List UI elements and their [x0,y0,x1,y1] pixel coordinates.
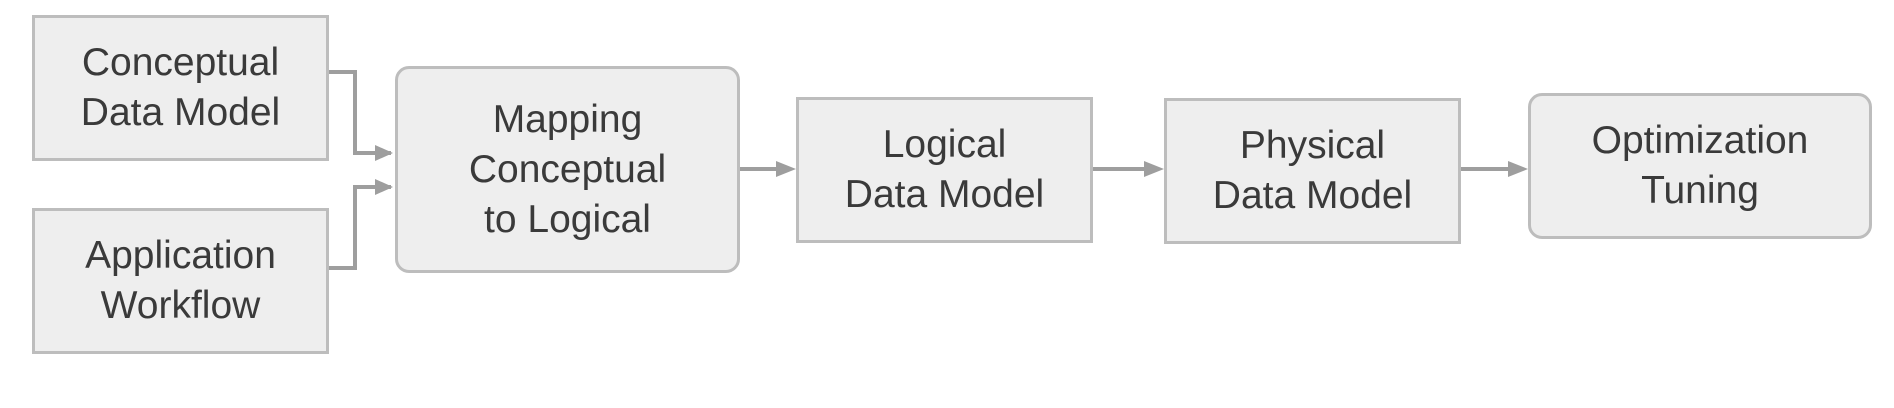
node-workflow-line1: Application [85,234,276,277]
node-conceptual-line2: Data Model [80,91,281,134]
node-application-workflow: Application Workflow [32,208,329,354]
connector-workflow-to-mapping [329,185,391,270]
arrowhead-logical-to-physical [1144,161,1164,177]
node-physical-data-model: Physical Data Model [1164,98,1461,244]
arrowhead-physical-to-optimization [1508,161,1528,177]
node-physical-line1: Physical [1239,124,1386,167]
node-conceptual-line1: Conceptual [81,41,280,84]
node-logical-line2: Data Model [844,173,1045,216]
node-logical-data-model: Logical Data Model [796,97,1093,243]
node-physical-line2: Data Model [1212,174,1413,217]
node-conceptual-data-model: Conceptual Data Model [32,15,329,161]
node-optimization-line2: Tuning [1641,169,1759,212]
node-optimization-line1: Optimization [1591,119,1809,162]
node-optimization-tuning: Optimization Tuning [1528,93,1872,239]
node-mapping-line1: Mapping [492,97,643,141]
arrowhead-workflow-to-mapping [375,179,393,195]
node-mapping-line2: Conceptual [468,147,667,191]
node-workflow-line2: Workflow [100,284,261,327]
node-logical-line1: Logical [882,123,1007,166]
node-mapping-line3: to Logical [484,197,651,241]
arrowhead-mapping-to-logical [776,161,796,177]
arrowhead-conceptual-to-mapping [375,145,393,161]
node-mapping-conceptual-to-logical: Mapping Conceptual to Logical [395,66,740,273]
connector-conceptual-to-mapping [329,70,391,155]
